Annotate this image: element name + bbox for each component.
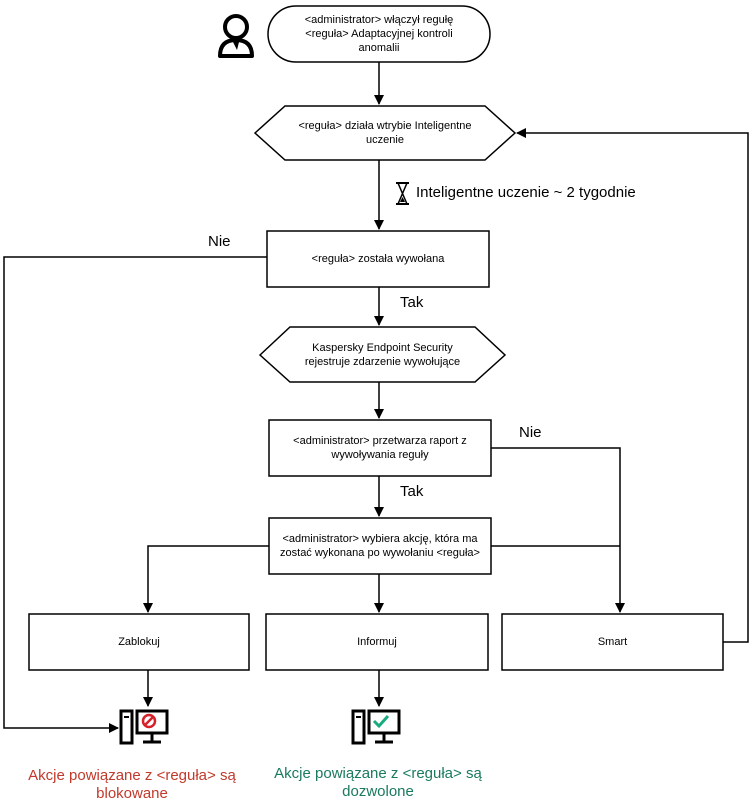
smart-training-node-shape [253, 105, 517, 161]
start-node: <administrator> włączył regułę <reguła> … [304, 14, 454, 54]
admin-processes-node-shape [268, 419, 492, 477]
notify-node-shape [265, 613, 489, 671]
edge-label-yes-2: Tak [400, 483, 424, 500]
computer-allowed-icon [351, 709, 401, 745]
notify-node: Informuj [357, 636, 397, 648]
outcome-blocked: Akcje powiązane z <reguła> są blokowane [28, 767, 236, 802]
edge-label-yes-1: Tak [400, 294, 424, 311]
admin-selects-node-shape [268, 517, 492, 575]
computer-blocked-icon [119, 709, 169, 745]
admin-processes-node: <administrator> przetwarza raport z wywo… [293, 435, 467, 461]
edge-label-no-2: Nie [519, 424, 542, 441]
user-icon [218, 14, 254, 58]
outcome-allowed: Akcje powiązane z <reguła> są dozwolone [274, 765, 482, 800]
smart-training-node: <reguła> działa wtrybie Inteligentne ucz… [298, 120, 472, 146]
smart-node-shape [501, 613, 724, 671]
admin-selects-node: <administrator> wybiera akcję, która ma … [280, 533, 480, 559]
edge-smart-back-to-training [516, 128, 749, 643]
block-node-shape [28, 613, 250, 671]
hourglass-icon [396, 182, 409, 205]
edge-label-no-1: Nie [208, 233, 231, 250]
block-node: Zablokuj [118, 636, 160, 648]
rule-triggered-node: <reguła> została wywołana [311, 253, 445, 265]
kes-registers-node-shape [258, 326, 507, 383]
kes-registers-node: Kaspersky Endpoint Security rejestruje z… [304, 342, 461, 368]
edge-no-to-blocked [3, 256, 267, 733]
edge-label-training-duration: Inteligentne uczenie ~ 2 tygodnie [416, 184, 636, 201]
rule-triggered-node-shape [266, 230, 490, 288]
smart-node: Smart [597, 636, 628, 648]
edge-selects-to-block [143, 545, 269, 613]
edge-no-to-smart [491, 447, 625, 613]
